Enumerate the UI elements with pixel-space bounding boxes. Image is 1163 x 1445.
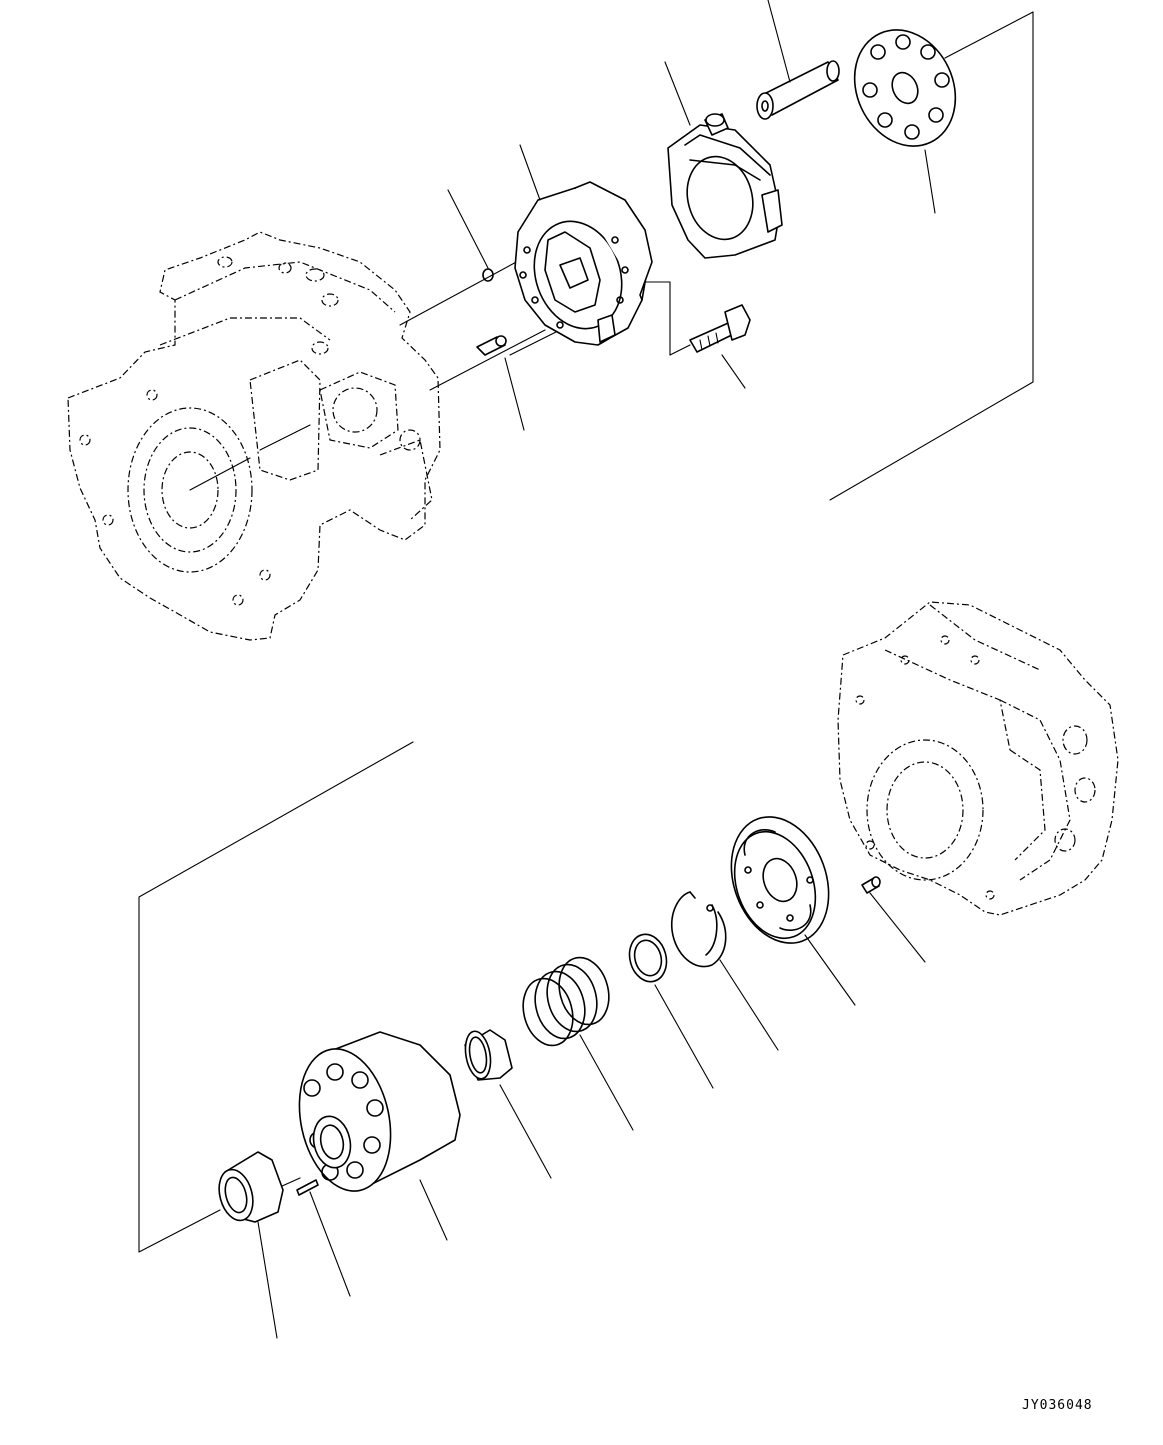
spherical-bushing — [218, 1151, 284, 1339]
valve-plate — [730, 816, 856, 1006]
shoe-holder-plate — [853, 11, 1034, 214]
swash-plate — [664, 61, 783, 259]
drawing-code: JY036048 — [1022, 1398, 1093, 1413]
dowel-pin-top — [476, 335, 525, 431]
pump-housing-right — [837, 601, 1119, 916]
pin — [296, 1179, 351, 1297]
dowel-pin-bottom — [861, 876, 926, 963]
spring-seat — [628, 933, 714, 1089]
cylinder-block — [298, 1031, 461, 1241]
cradle — [514, 144, 653, 346]
o-ring — [447, 189, 494, 282]
spring — [522, 956, 634, 1131]
snap-ring — [670, 891, 779, 1051]
shaft — [756, 0, 840, 120]
pump-housing-left — [67, 231, 441, 641]
bolt — [689, 304, 751, 389]
spacer-ring — [464, 1029, 552, 1179]
